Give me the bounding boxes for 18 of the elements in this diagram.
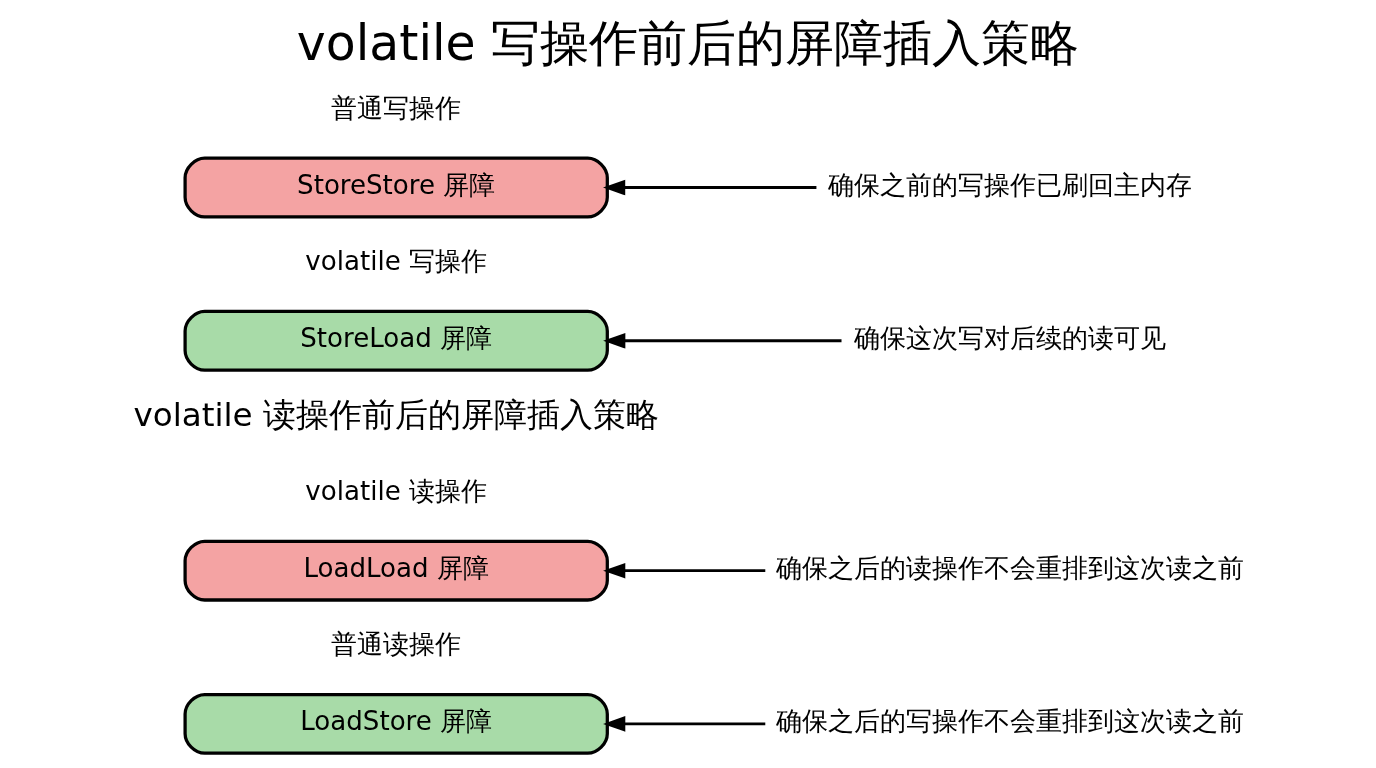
diagram-title: volatile 写操作前后的屏障插入策略 [296, 15, 1080, 73]
label: volatile 读操作前后的屏障插入策略 [133, 395, 659, 434]
node-text: 确保之前的写操作已刷回主内存 [827, 169, 1192, 200]
node-box: LoadLoad 屏障 [183, 539, 609, 602]
label: 普通写操作 [331, 93, 462, 124]
node-box: LoadStore 屏障 [183, 692, 609, 755]
arrow [603, 562, 766, 579]
node-box: StoreLoad 屏障 [183, 309, 609, 372]
node-box: StoreStore 屏障 [183, 156, 609, 219]
arrow [603, 716, 766, 732]
node-text: 确保之后的写操作不会重排到这次读之前 [775, 706, 1244, 737]
node-text: 确保这次写对后续的读可见 [853, 323, 1166, 353]
label: volatile 写操作 [305, 246, 488, 277]
node-text: 确保之后的读操作不会重排到这次读之前 [775, 552, 1244, 583]
label: 普通读操作 [331, 629, 462, 660]
label: volatile 读操作 [305, 476, 488, 507]
arrow [603, 179, 817, 196]
arrow [603, 333, 842, 349]
